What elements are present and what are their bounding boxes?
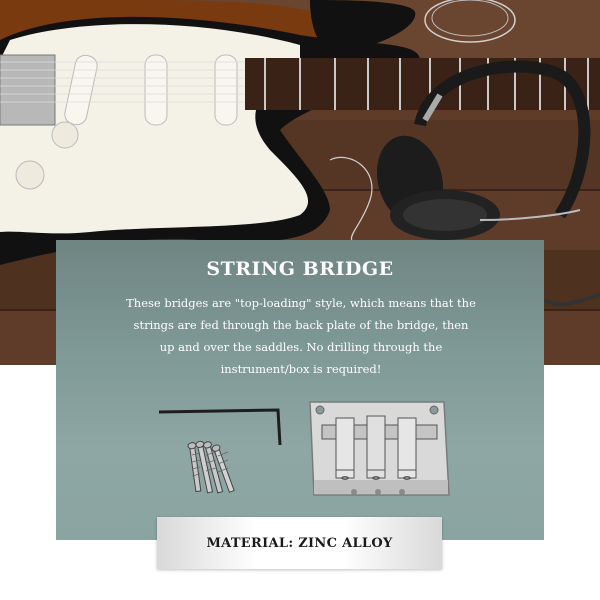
hex-key-icon [158, 408, 282, 446]
string-bridge-icon [309, 401, 450, 496]
panel-description: These bridges are "top-loading" style, w… [126, 296, 476, 376]
bridge-parts-illustration [158, 401, 450, 496]
info-panel: STRING BRIDGE These bridges are "top-loa… [56, 240, 544, 540]
screws-icon [187, 440, 235, 494]
panel-title: STRING BRIDGE [206, 258, 394, 280]
material-label: MATERIAL: ZINC ALLOY [157, 517, 442, 569]
